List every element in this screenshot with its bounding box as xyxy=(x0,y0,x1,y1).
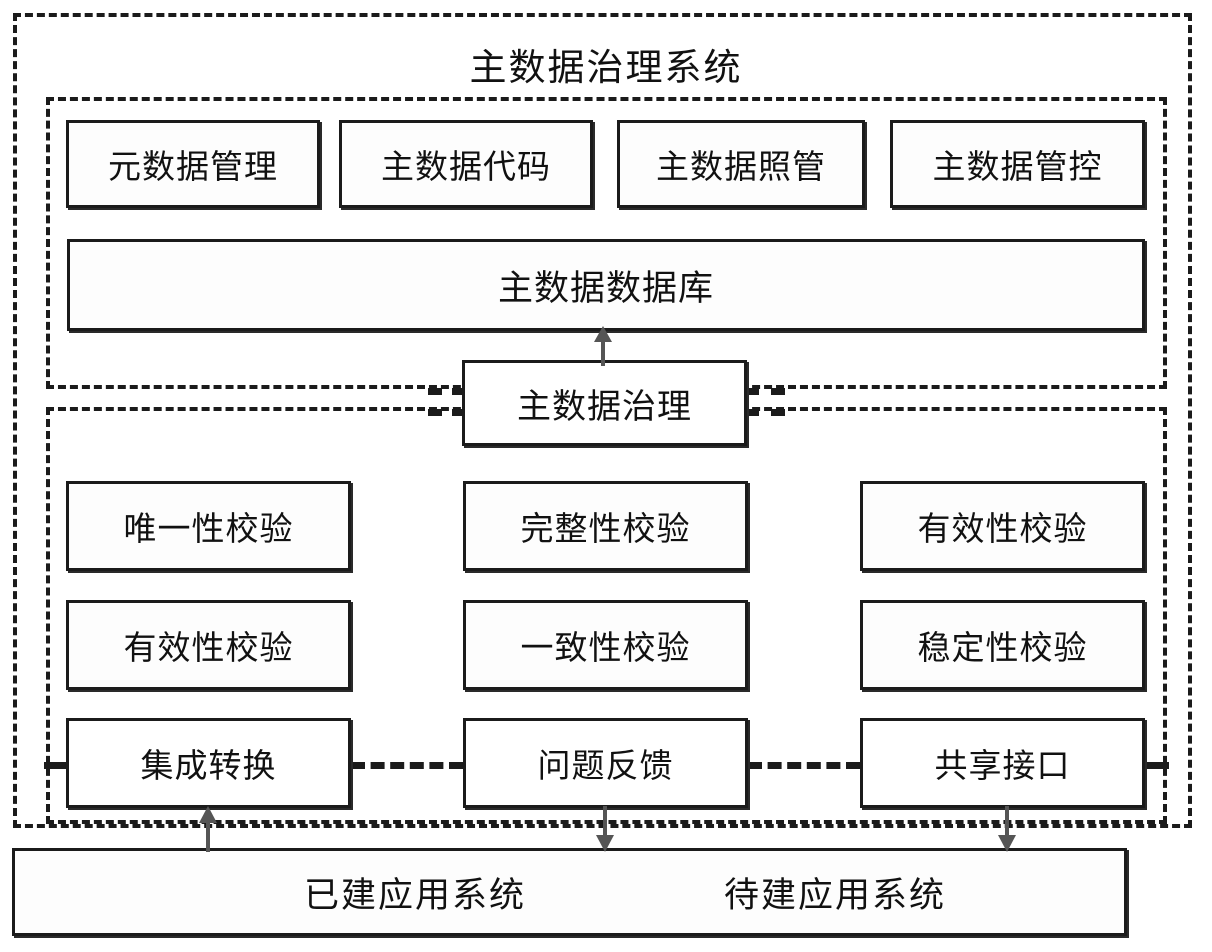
dashed-link-integration-to-feedback xyxy=(351,762,463,769)
validation-box-uniqueness[interactable]: 唯一性校验 xyxy=(66,481,351,571)
arrow-feedback-to-application xyxy=(596,806,614,852)
validation-box-stability[interactable]: 稳定性校验 xyxy=(860,600,1145,690)
validation-box-validity-1[interactable]: 有效性校验 xyxy=(860,481,1145,571)
dashed-stub-gov-right-lower xyxy=(745,409,785,416)
governance-box-master-data-governance[interactable]: 主数据治理 xyxy=(462,360,747,446)
application-label-built: 已建应用系统 xyxy=(303,875,526,915)
interface-box-problem-feedback[interactable]: 问题反馈 xyxy=(463,718,748,808)
dashed-stub-gov-right-upper xyxy=(745,388,785,395)
arrow-governance-to-database xyxy=(594,326,612,366)
validation-box-consistency[interactable]: 一致性校验 xyxy=(463,600,748,690)
validation-box-validity-2[interactable]: 有效性校验 xyxy=(66,600,351,690)
application-system-bar[interactable]: 已建应用系统 待建应用系统 xyxy=(12,848,1127,936)
arrow-application-to-integration xyxy=(199,806,217,852)
dashed-stub-gov-left-upper xyxy=(428,388,466,395)
dashed-link-left-stub xyxy=(44,762,68,769)
validation-box-completeness[interactable]: 完整性校验 xyxy=(463,481,748,571)
module-box-metadata-management[interactable]: 元数据管理 xyxy=(66,120,320,208)
page-title: 主数据治理系统 xyxy=(469,48,743,89)
dashed-stub-gov-left-lower xyxy=(428,409,466,416)
module-box-master-data-stewardship[interactable]: 主数据照管 xyxy=(617,120,865,208)
dashed-link-right-stub xyxy=(1145,762,1169,769)
master-data-database-bar[interactable]: 主数据数据库 xyxy=(67,239,1145,331)
interface-box-shared-interface[interactable]: 共享接口 xyxy=(860,718,1145,808)
master-data-governance-system-boundary xyxy=(13,13,1192,828)
application-label-planned: 待建应用系统 xyxy=(723,875,946,915)
module-box-master-data-code[interactable]: 主数据代码 xyxy=(339,120,593,208)
dashed-link-feedback-to-shared-interface xyxy=(748,762,860,769)
arrow-shared-interface-to-application xyxy=(998,806,1016,852)
interface-box-integration-conversion[interactable]: 集成转换 xyxy=(66,718,351,808)
module-box-master-data-control[interactable]: 主数据管控 xyxy=(890,120,1145,208)
